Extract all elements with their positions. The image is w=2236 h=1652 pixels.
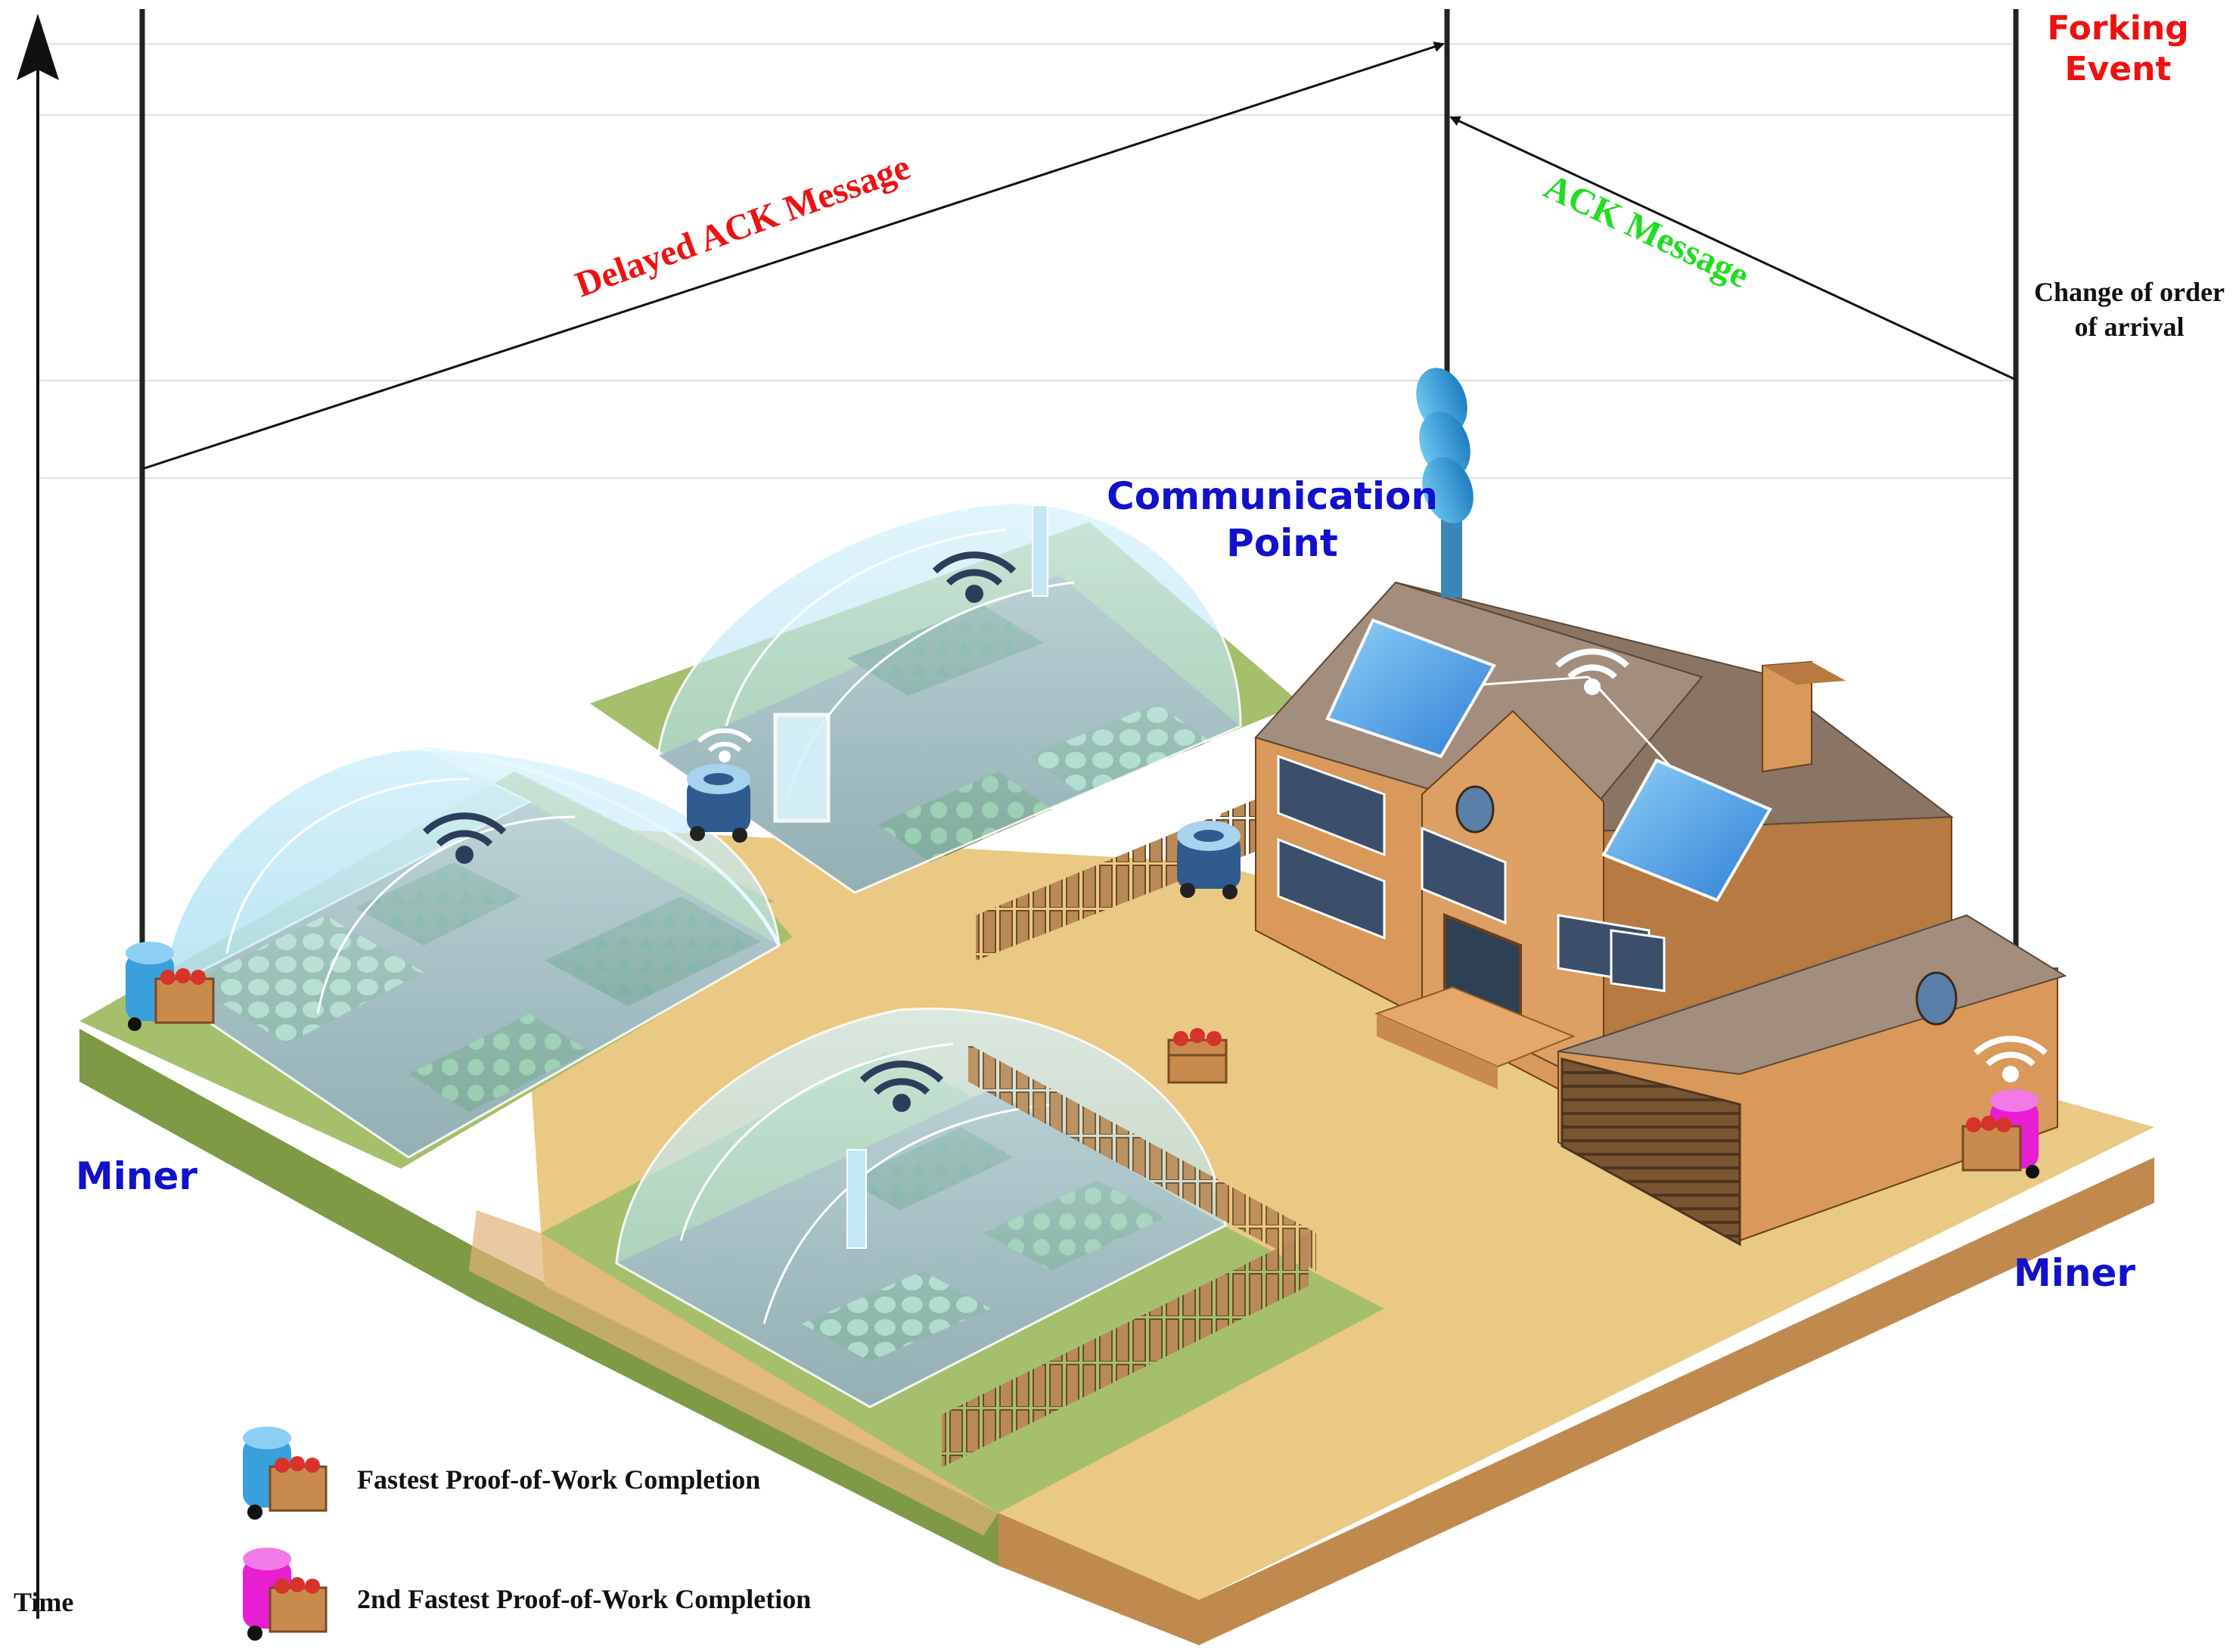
legend-fastest-icon: [243, 1427, 328, 1520]
wifi-icon-gh-top: [932, 551, 1017, 603]
wifi-icon-house: [1555, 648, 1629, 695]
delayed-ack-label: Delayed ACK Message: [570, 147, 916, 305]
miner-left-label: Miner: [76, 1154, 197, 1198]
house: [1254, 484, 2067, 1247]
comm-point-line2: Point: [1226, 521, 1338, 565]
wifi-icon-robot-mid: [1187, 784, 1243, 819]
forking-event-line1: Forking: [2047, 9, 2188, 48]
time-axis-arrowhead: [17, 14, 59, 80]
greenhouse-left: [161, 747, 781, 1159]
ack-arrow: [1449, 116, 2017, 381]
wifi-icon-gh-bottom: [859, 1060, 944, 1112]
greenhouse-top: [657, 502, 1242, 894]
timeline-layer: [17, 9, 2019, 1619]
forking-event-line2: Event: [2065, 50, 2172, 88]
robot-mid-icon: [1177, 821, 1241, 899]
wifi-icon-right-miner: [1974, 1036, 2048, 1082]
ack-label: ACK Message: [1538, 166, 1755, 296]
solar-panel-right: [1601, 758, 1772, 902]
comm-point-line1: Communication: [1107, 474, 1438, 518]
fence-bottom: [942, 1044, 1316, 1467]
robot-top-icon: [687, 764, 750, 843]
legend-second-label: 2nd Fastest Proof-of-Work Completion: [357, 1584, 811, 1614]
legend-second-icon: [243, 1548, 328, 1641]
legend-fastest-label: Fastest Proof-of-Work Completion: [357, 1464, 760, 1495]
solar-panel-left: [1325, 618, 1496, 759]
crate-icon: [1167, 1028, 1228, 1084]
change-order-line1: Change of order: [2034, 277, 2225, 307]
delayed-ack-arrow: [141, 42, 1445, 470]
change-order-line2: of arrival: [2075, 312, 2185, 342]
right-miner-robot-icon: [1961, 1089, 2039, 1178]
time-axis-label: Time: [14, 1587, 73, 1617]
wifi-icon-gh-left: [422, 812, 507, 864]
left-miner-robot-icon: [126, 942, 215, 1031]
miner-right-label: Miner: [2014, 1251, 2135, 1295]
communication-antenna-icon: [1416, 368, 1474, 523]
wifi-icon-robot-top: [697, 728, 753, 762]
